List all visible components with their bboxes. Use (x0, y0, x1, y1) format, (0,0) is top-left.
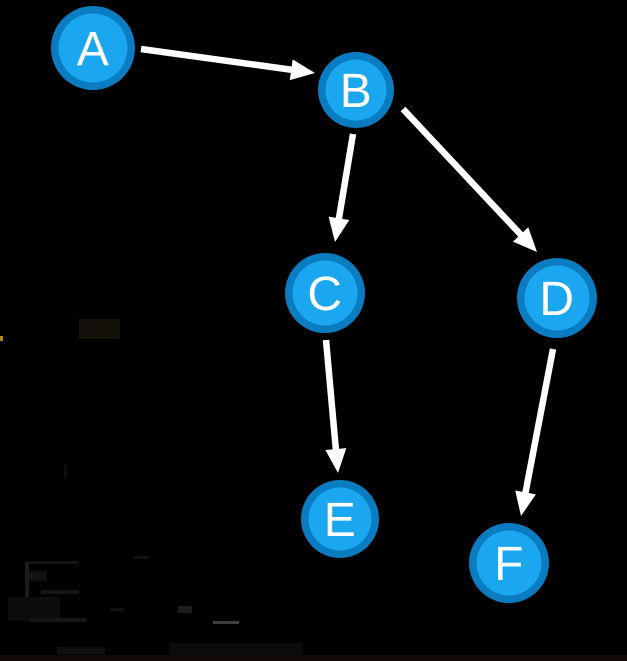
background-artifact (30, 618, 86, 622)
edge-A-B-arrowhead-icon (289, 59, 315, 81)
edge-layer (140, 45, 557, 516)
background-artifact (25, 562, 29, 604)
edge-D-F-line (521, 348, 557, 496)
node-A-label: A (77, 23, 110, 76)
node-F[interactable]: F (469, 523, 549, 603)
node-D-body (524, 265, 590, 331)
background-artifact (8, 597, 60, 621)
node-B[interactable]: B (318, 52, 394, 128)
background-artifact (213, 621, 239, 624)
edge-A-B (140, 45, 315, 81)
edge-C-E-arrowhead-icon (325, 448, 347, 473)
node-F-body (476, 530, 542, 596)
edge-B-D-arrowhead-icon (512, 227, 537, 252)
edge-C-E-line (322, 339, 340, 452)
edge-B-C-line (335, 133, 357, 221)
edge-B-D-line (400, 106, 525, 239)
background-artifact (57, 647, 105, 654)
background-artifact (79, 319, 120, 339)
node-F-label: F (494, 538, 524, 591)
background-artifact (133, 556, 149, 559)
node-C-body (292, 260, 358, 326)
node-A[interactable]: A (51, 6, 135, 90)
node-layer: A B C D E F (51, 6, 597, 603)
background-artifacts (0, 319, 627, 661)
edge-D-F (515, 348, 557, 516)
node-D[interactable]: D (517, 258, 597, 338)
background-artifact (29, 571, 47, 581)
node-E[interactable]: E (301, 480, 379, 558)
edge-C-E (322, 339, 347, 473)
node-D-label: D (539, 273, 574, 326)
edge-D-F-arrowhead-icon (515, 490, 536, 516)
background-artifact (41, 590, 79, 594)
node-E-body (308, 487, 372, 551)
background-artifact (0, 336, 3, 341)
background-artifact (0, 655, 627, 661)
edge-B-D (400, 106, 537, 252)
node-B-body (325, 59, 387, 121)
background-artifact (110, 608, 124, 611)
node-C[interactable]: C (285, 253, 365, 333)
background-artifact (28, 561, 78, 564)
node-E-label: E (324, 494, 357, 547)
node-A-body (58, 13, 128, 83)
node-B-label: B (340, 65, 373, 118)
background-artifact (64, 464, 67, 478)
edge-B-C-arrowhead-icon (328, 216, 350, 242)
background-artifact (178, 606, 192, 613)
node-C-label: C (307, 268, 342, 321)
edge-A-B-line (140, 45, 294, 74)
edge-B-C (328, 133, 357, 242)
